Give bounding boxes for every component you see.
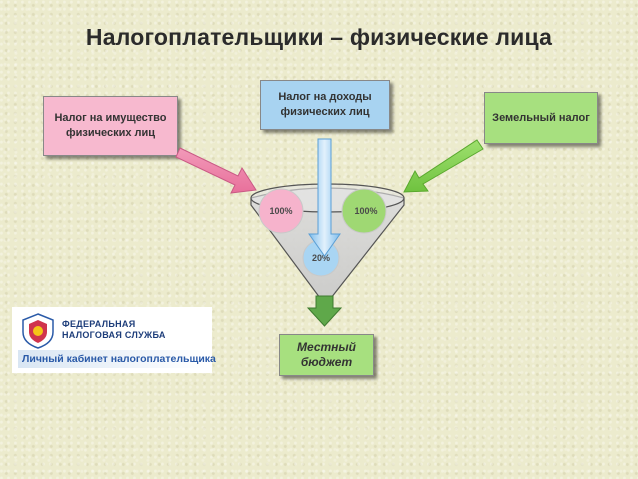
green-arrow (403, 139, 484, 193)
left-percent: 100% (269, 206, 292, 216)
fns-line1: ФЕДЕРАЛЬНАЯ (62, 319, 136, 329)
right-percent: 100% (354, 206, 377, 216)
page-title: Налогоплательщики – физические лица (85, 24, 553, 50)
left-circle (258, 188, 304, 234)
pink-arrow (175, 147, 257, 194)
property-tax-box: Налог на имущество физических лиц (43, 96, 178, 156)
blue-arrow (308, 138, 341, 257)
fns-logo-card: ФЕДЕРАЛЬНАЯ НАЛОГОВАЯ СЛУЖБА Личный каби… (12, 307, 216, 373)
fns-emblem-icon (22, 313, 54, 349)
property-tax-label: Налог на имущество физических лиц (54, 112, 167, 139)
center-percent: 20% (312, 253, 330, 263)
income-tax-label: Налог на доходы физических лиц (278, 91, 372, 118)
local-budget-label: Местный бюджет (297, 340, 356, 369)
local-budget-box: Местный бюджет (279, 334, 374, 376)
right-circle (341, 188, 387, 234)
land-tax-box: Земельный налог (484, 92, 598, 144)
fns-line2: НАЛОГОВАЯ СЛУЖБА (62, 330, 166, 340)
land-tax-label: Земельный налог (492, 111, 590, 124)
income-tax-box: Налог на доходы физических лиц (260, 80, 390, 130)
down-arrow (306, 295, 343, 327)
taxpayer-cabinet-link: Личный кабинет налогоплательщика (18, 350, 216, 368)
